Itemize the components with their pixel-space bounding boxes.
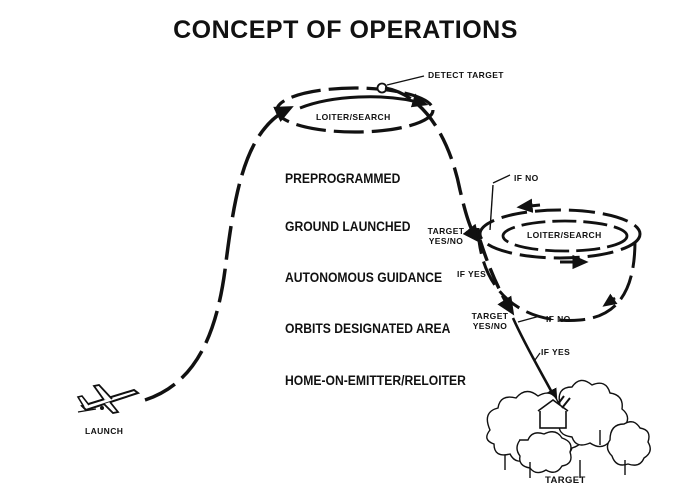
phase-autonomous-guidance: AUTONOMOUS GUIDANCE xyxy=(285,270,443,285)
aircraft-icon xyxy=(76,384,141,414)
diagram-title: CONCEPT OF OPERATIONS xyxy=(173,16,518,44)
loiter-search-label-right: LOITER/SEARCH xyxy=(527,230,602,240)
launch-label: LAUNCH xyxy=(85,426,124,436)
yes-no-label-1b: YES/NO xyxy=(428,236,464,246)
phase-preprogrammed: PREPROGRAMMED xyxy=(285,171,401,186)
phase-ground-launched: GROUND LAUNCHED xyxy=(285,219,411,234)
if-no-label-1: IF NO xyxy=(514,173,539,183)
target-trees-icon xyxy=(486,379,651,478)
phase-orbits-designated-area: ORBITS DESIGNATED AREA xyxy=(285,321,451,336)
loiter-search-label-top: LOITER/SEARCH xyxy=(316,112,391,122)
target-label-1a: TARGET xyxy=(427,226,465,236)
climb-path xyxy=(144,106,294,402)
terminal-dive-path xyxy=(511,317,558,403)
loiter-orbit-right-outer xyxy=(478,208,642,260)
target-yes-no-label-2: TARGET YES/NO xyxy=(462,311,518,331)
target-yes-no-label-1: TARGET YES/NO xyxy=(423,226,469,246)
if-no-label-2: IF NO xyxy=(546,314,571,324)
second-descent-path xyxy=(478,239,515,316)
phase-home-on-emitter: HOME-ON-EMITTER/RELOITER xyxy=(285,373,466,388)
if-yes-label-1: IF YES xyxy=(457,269,487,279)
descent-path xyxy=(384,86,481,244)
yes-no-label-2b: YES/NO xyxy=(472,321,508,331)
detect-target-label: DETECT TARGET xyxy=(428,70,504,80)
if-yes-label-2: IF YES xyxy=(541,347,571,357)
loiter-orbit-top xyxy=(275,86,435,134)
loiter-orbit-right-inner xyxy=(501,219,629,253)
reloiter-bowl xyxy=(476,227,637,322)
target-label-2a: TARGET xyxy=(471,311,509,321)
target-label: TARGET xyxy=(545,475,586,486)
